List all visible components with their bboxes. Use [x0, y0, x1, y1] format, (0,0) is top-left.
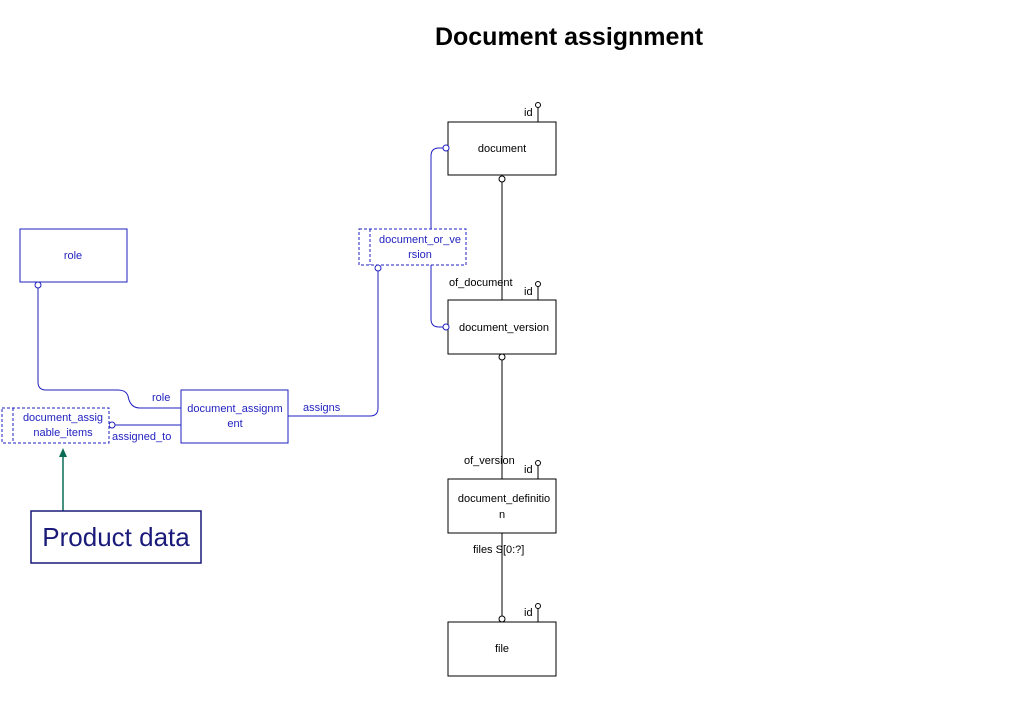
select-to-document-line — [430, 147, 443, 229]
id-circle-version — [535, 281, 541, 287]
id-label-file: id — [524, 607, 533, 619]
of-version-label: of_version — [464, 455, 515, 467]
files-end-circle — [498, 615, 506, 623]
page-reference-link[interactable]: Product data — [30, 448, 202, 564]
select-to-version-circle — [442, 323, 450, 331]
select-document-assignable-items-label-2: nable_items — [33, 427, 93, 439]
entity-file[interactable]: file — [447, 621, 557, 677]
id-circle-document — [535, 102, 541, 108]
of-version-end-circle — [498, 353, 506, 361]
select-to-version-line — [430, 265, 443, 328]
assigns-relation-line — [288, 271, 379, 417]
role-relation-circle — [34, 281, 42, 289]
of-document-label: of_document — [449, 277, 513, 289]
assigns-relation-circle — [374, 264, 382, 272]
entity-document-definition-label-2: n — [499, 509, 505, 521]
entity-document-version-label: document_version — [459, 322, 549, 334]
id-circle-definition — [535, 460, 541, 466]
diagram-title: Document assignment — [435, 23, 704, 51]
id-label-document: id — [524, 107, 533, 119]
select-document-or-version[interactable]: document_or_ve rsion — [358, 228, 467, 266]
black-relations — [498, 102, 541, 623]
assigned-to-relation-circle — [108, 421, 116, 429]
id-label-version: id — [524, 286, 533, 298]
role-relation-label: role — [152, 392, 170, 404]
select-document-or-version-label-1: document_or_ve — [379, 234, 461, 246]
role-relation-line — [37, 288, 181, 409]
entity-file-label: file — [495, 643, 509, 655]
arrow-up-icon — [59, 448, 67, 457]
entity-document-definition-label-1: document_definitio — [458, 493, 550, 505]
id-label-definition: id — [524, 464, 533, 476]
select-document-or-version-label-2: rsion — [408, 249, 432, 261]
entity-role[interactable]: role — [19, 228, 128, 283]
select-document-assignable-items[interactable]: document_assig nable_items — [1, 407, 110, 444]
entity-document-assignment-label-1: document_assignm — [187, 403, 282, 415]
entity-document-version[interactable]: document_version — [447, 299, 557, 355]
blue-relations — [34, 144, 450, 429]
files-label: files S[0:?] — [473, 544, 524, 556]
entity-document-definition[interactable]: document_definitio n — [447, 478, 557, 534]
assigns-relation-label: assigns — [303, 402, 341, 414]
select-document-assignable-items-label-1: document_assig — [23, 412, 103, 424]
select-to-document-circle — [442, 144, 450, 152]
entity-document[interactable]: document — [447, 121, 557, 176]
entity-document-assignment[interactable]: document_assignm ent — [180, 389, 289, 444]
entity-document-assignment-label-2: ent — [227, 418, 242, 430]
entity-document-label: document — [478, 143, 526, 155]
id-circle-file — [535, 603, 541, 609]
of-document-end-circle — [498, 175, 506, 183]
page-reference-label: Product data — [42, 522, 190, 552]
assigned-to-relation-label: assigned_to — [112, 431, 171, 443]
entity-role-label: role — [64, 250, 82, 262]
